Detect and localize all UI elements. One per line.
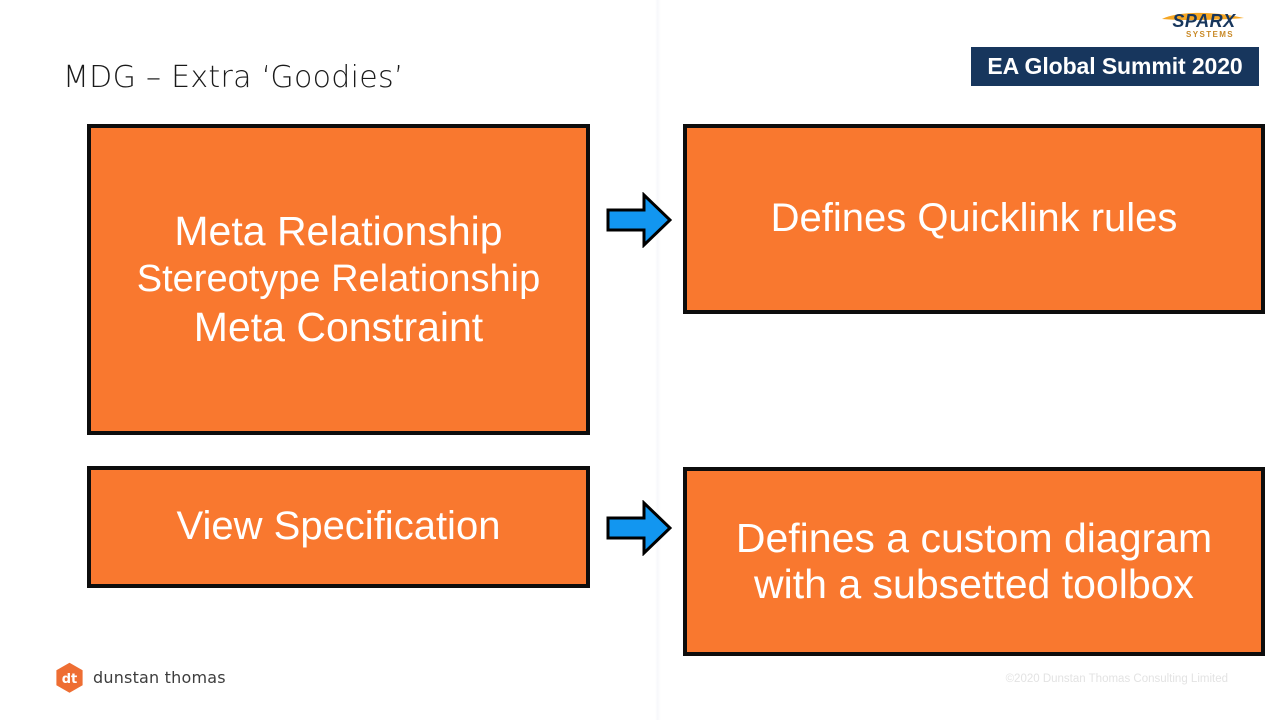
svg-text:dt: dt [62, 672, 78, 687]
custom-diagram-box: Defines a custom diagram with a subsette… [683, 467, 1265, 656]
quicklink-rules-label: Defines Quicklink rules [770, 196, 1178, 241]
dunstan-thomas-logo: dt dunstan thomas [55, 662, 226, 693]
summit-banner: EA Global Summit 2020 [971, 47, 1259, 86]
meta-concepts-box: Meta Relationship Stereotype Relationshi… [87, 124, 590, 435]
vertical-seam-divider [655, 0, 661, 720]
summit-banner-label: EA Global Summit 2020 [987, 53, 1243, 79]
meta-concept-item-0: Meta Relationship [174, 208, 503, 255]
svg-text:SPARX: SPARX [1172, 11, 1236, 31]
svg-text:SYSTEMS: SYSTEMS [1186, 30, 1234, 39]
dt-hexagon-icon: dt [55, 662, 84, 693]
arrow-right-icon-bottom [606, 499, 673, 557]
meta-concept-item-1: Stereotype Relationship [136, 257, 541, 300]
quicklink-rules-box: Defines Quicklink rules [683, 124, 1265, 314]
custom-diagram-label: Defines a custom diagram with a subsette… [735, 514, 1213, 607]
page-title: MDG – Extra ‘Goodies’ [63, 60, 404, 95]
view-specification-box: View Specification [87, 466, 590, 588]
copyright-notice: ©2020 Dunstan Thomas Consulting Limited [1005, 673, 1228, 685]
view-specification-label: View Specification [176, 504, 501, 549]
dunstan-thomas-wordmark: dunstan thomas [93, 668, 226, 687]
arrow-right-icon-top [606, 191, 673, 249]
sparx-systems-logo: SPARX SYSTEMS [1148, 8, 1260, 42]
meta-concept-item-2: Meta Constraint [193, 304, 484, 351]
